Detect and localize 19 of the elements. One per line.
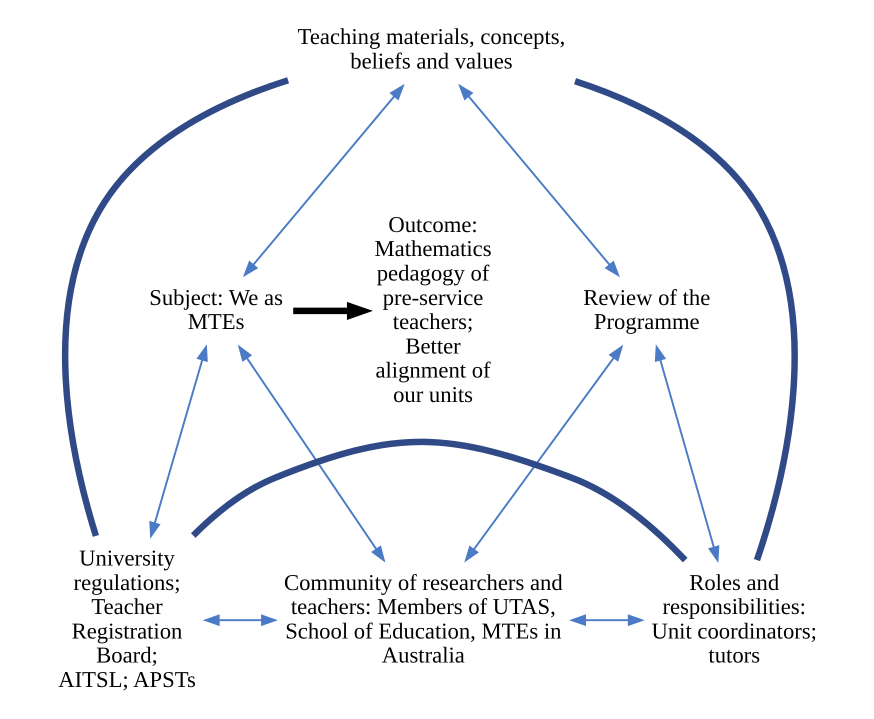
node-text: Outcome: Mathematics pedagogy of pre-service teachers; Better alignment of our units (374, 212, 492, 407)
arrow (654, 344, 719, 563)
node-text: Review of the Programme (582, 284, 710, 334)
arrow (292, 302, 372, 320)
arrow (568, 614, 644, 626)
arrow (202, 614, 278, 626)
arrow (242, 84, 404, 278)
arrow (458, 84, 620, 278)
arrow (464, 344, 623, 563)
connector (574, 78, 798, 562)
node-text: Teaching materials, concepts, beliefs and values (297, 24, 565, 74)
node-text: University regulations; Teacher Registration Board; AITSL; APSTs (58, 545, 196, 692)
arrow (148, 344, 208, 539)
connector (190, 438, 688, 562)
connector (62, 77, 289, 537)
arrow (237, 344, 385, 563)
node-text: Community of researchers and teachers: Members of UTAS, School of Education, MTEs in Australia (283, 570, 562, 668)
node-text: Roles and responsibilities: Unit coordinators; tutors (650, 570, 816, 668)
node-text: Subject: We as MTEs (148, 284, 282, 334)
